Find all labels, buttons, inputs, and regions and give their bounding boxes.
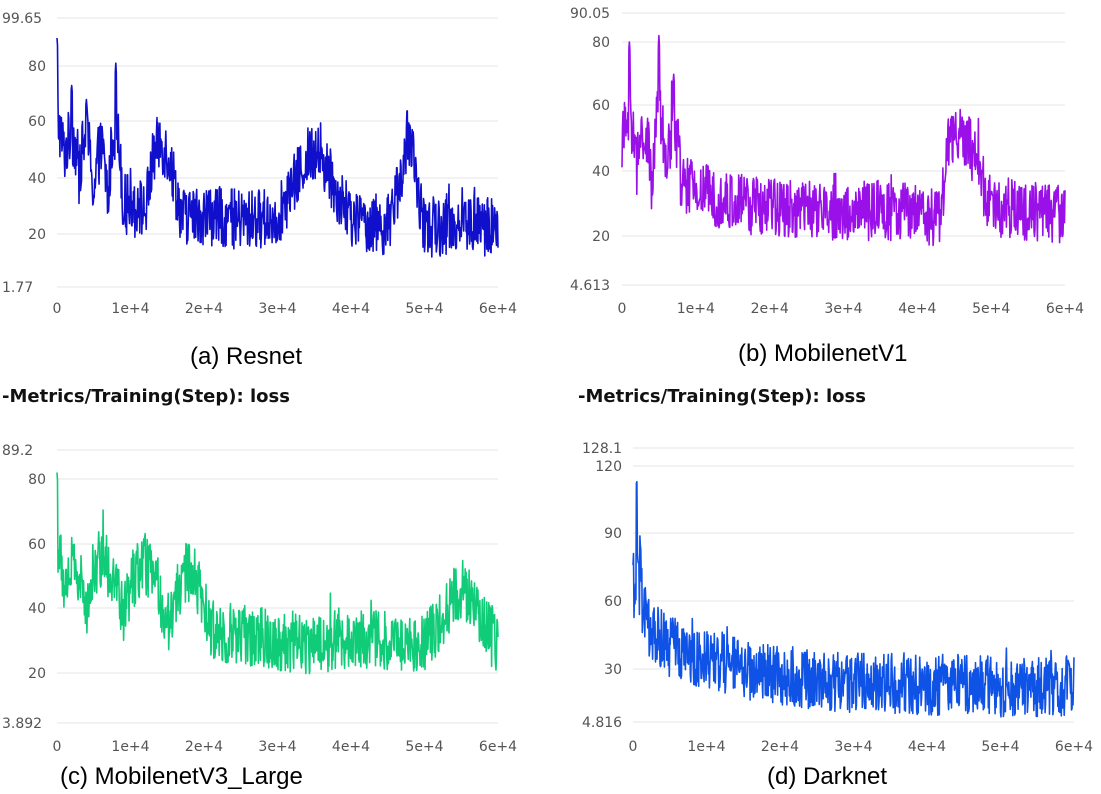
x-tick-label: 1e+4 [111,301,149,317]
chart-panel-resnet: 99.65 80 60 40 20 1.77 0 1e+4 2e+4 3e+4 4e+4 5e+4 6e… [0,0,540,330]
x-tick-label: 2e+4 [185,739,223,755]
y-tick-label: 120 [595,459,622,475]
y-tick-label: 40 [28,601,46,617]
y-tick-label: 128.1 [582,441,622,457]
x-tick-label: 3e+4 [258,301,296,317]
y-tick-label: 20 [28,227,46,243]
y-tick-label: 1.77 [2,280,33,296]
x-tick-label: 0 [53,739,62,755]
loss-series-line [632,481,1075,718]
x-tick-label: 4e+4 [332,739,370,755]
chart-panel-mobilenetv3-large: 89.2 80 60 40 20 3.892 0 1e+4 2e+4 3e+4 4e+4 5e+4 6e… [0,430,540,760]
caption-darknet: (d) Darknet [767,763,888,790]
y-tick-label: 20 [592,229,610,245]
x-tick-label: 2e+4 [185,301,223,317]
chart-panel-mobilenetv1: 90.05 80 60 40 20 4.613 0 1e+4 2e+4 3e+4 4e+4 5e+4 6… [560,0,1101,330]
y-tick-label: 90 [604,526,622,542]
loss-chart-mobilenetv1: 90.05 80 60 40 20 4.613 0 1e+4 2e+4 3e+4 4e+4 5e+4 6… [570,6,1084,317]
y-tick-label: 60 [28,537,46,553]
y-tick-label: 89.2 [2,443,33,459]
x-tick-label: 5e+4 [972,301,1010,317]
x-tick-label: 1e+4 [111,739,149,755]
x-tick-label: 4e+4 [898,301,936,317]
y-tick-label: 80 [592,35,610,51]
x-tick-label: 5e+4 [981,739,1019,755]
x-tick-label: 6e+4 [1055,739,1093,755]
y-tick-label: 20 [28,666,46,682]
x-tick-label: 4e+4 [332,301,370,317]
x-tick-label: 3e+4 [258,739,296,755]
loss-chart-mobilenetv3-large: 89.2 80 60 40 20 3.892 0 1e+4 2e+4 3e+4 4e+4 5e+4 6e… [2,443,517,755]
loss-chart-resnet: 99.65 80 60 40 20 1.77 0 1e+4 2e+4 3e+4 4e+4 5e+4 6e… [2,11,517,317]
y-tick-label: 60 [592,98,610,114]
x-tick-label: 0 [629,739,638,755]
y-tick-label: 90.05 [570,6,610,22]
x-tick-label: 0 [53,301,62,317]
y-tick-label: 99.65 [2,11,42,27]
y-tick-label: 4.816 [582,715,622,731]
y-tick-label: 60 [604,594,622,610]
x-tick-label: 5e+4 [405,301,443,317]
loss-series-line [56,37,499,258]
y-tick-label: 80 [28,472,46,488]
x-tick-label: 5e+4 [405,739,443,755]
x-tick-label: 2e+4 [761,739,799,755]
x-tick-label: 1e+4 [677,301,715,317]
y-tick-label: 30 [604,662,622,678]
x-tick-label: 6e+4 [479,739,517,755]
y-tick-label: 40 [28,171,46,187]
x-tick-label: 1e+4 [687,739,725,755]
caption-mobilenetv1: (b) MobilenetV1 [738,340,908,367]
caption-mobilenetv3-large: (c) MobilenetV3_Large [60,763,303,790]
gridlines [622,12,1065,286]
y-tick-label: 4.613 [570,278,610,294]
caption-resnet: (a) Resnet [190,343,303,370]
y-tick-label: 60 [28,114,46,130]
y-tick-label: 40 [592,164,610,180]
x-tick-label: 6e+4 [479,301,517,317]
x-tick-label: 3e+4 [834,739,872,755]
loss-chart-darknet: 128.1 120 90 60 30 4.816 0 1e+4 2e+4 3e+4 4e+4 5e+4… [582,441,1093,755]
x-tick-label: 3e+4 [824,301,862,317]
metric-header-right: -Metrics/Training(Step): loss [578,386,866,407]
chart-panel-darknet: 128.1 120 90 60 30 4.816 0 1e+4 2e+4 3e+4 4e+4 5e+4… [560,430,1101,760]
x-tick-label: 2e+4 [751,301,789,317]
y-tick-label: 80 [28,59,46,75]
x-tick-label: 6e+4 [1046,301,1084,317]
metric-header-left: -Metrics/Training(Step): loss [2,386,290,407]
x-tick-label: 0 [618,301,627,317]
loss-series-line [56,472,499,675]
gridlines [57,449,498,724]
y-tick-label: 3.892 [2,716,42,732]
loss-series-line [621,34,1066,247]
gridlines [633,447,1074,723]
x-tick-label: 4e+4 [908,739,946,755]
